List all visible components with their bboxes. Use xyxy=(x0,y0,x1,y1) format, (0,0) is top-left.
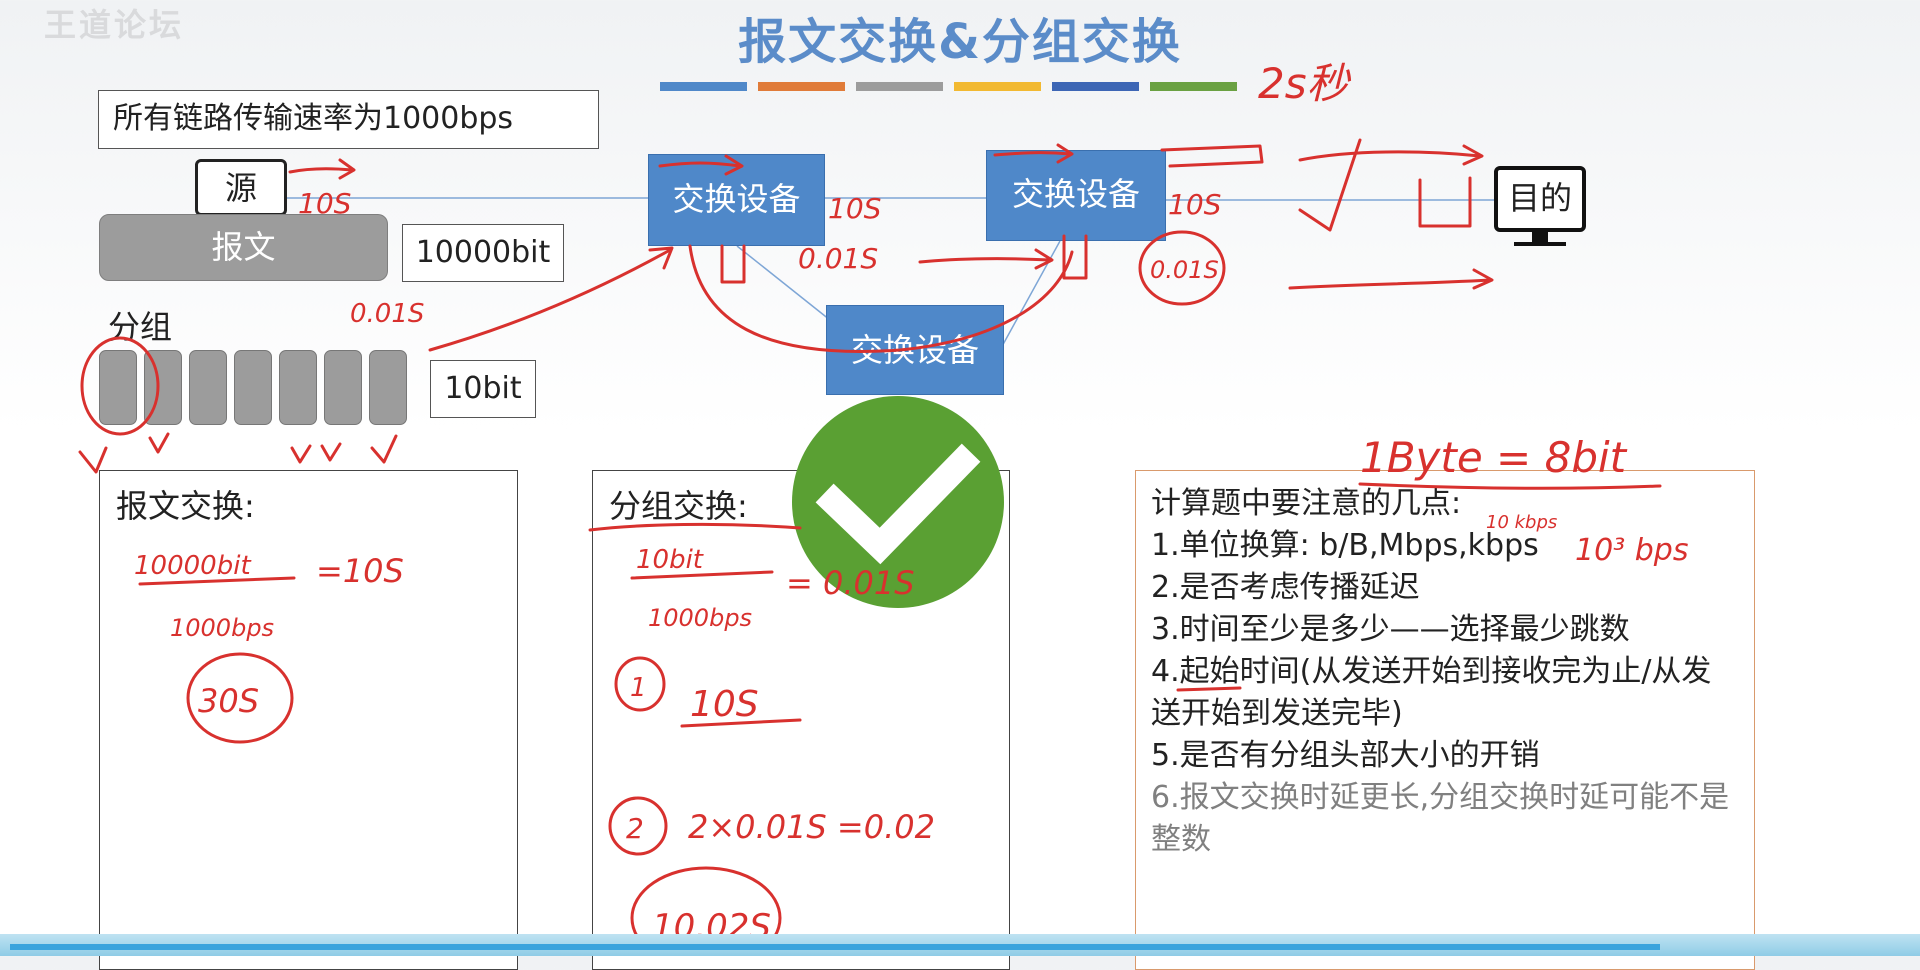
message-switching-panel: 报文交换: xyxy=(99,470,518,970)
packet-block xyxy=(234,350,272,425)
title-color-bar xyxy=(856,82,943,91)
monitor-base xyxy=(1514,242,1566,246)
watermark: 王道论坛 xyxy=(44,6,185,44)
note-item: 4.起始时间(从发送开始到接收完为止/从发送开始到发送完毕) xyxy=(1151,654,1712,731)
link-switch1-switch3 xyxy=(736,245,831,321)
note-item: 1.单位换算: b/B,Mbps,kbps xyxy=(1151,528,1539,563)
title-color-bars xyxy=(660,82,1237,91)
destination-node: 目的 xyxy=(1494,166,1586,232)
notes-list: 计算题中要注意的几点: 1.单位换算: b/B,Mbps,kbps 2.是否考虑… xyxy=(1151,483,1741,861)
note-item: 3.时间至少是多少——选择最少跳数 xyxy=(1151,612,1630,647)
title-color-bar xyxy=(954,82,1041,91)
packet-size-label: 10bit xyxy=(430,360,536,418)
switch-device-3: 交换设备 xyxy=(826,305,1004,395)
switch-device-2: 交换设备 xyxy=(986,150,1166,241)
video-progress-bar[interactable] xyxy=(10,944,1660,950)
slide-title: 报文交换&分组交换 xyxy=(738,14,1182,70)
title-color-bar xyxy=(758,82,845,91)
checkmark-icon xyxy=(792,396,1004,608)
note-item: 2.是否考虑传播延迟 xyxy=(1151,570,1420,605)
monitor-stand xyxy=(1532,232,1548,242)
note-item: 5.是否有分组头部大小的开销 xyxy=(1151,738,1540,773)
message-block: 报文 xyxy=(99,214,388,281)
packet-block xyxy=(324,350,362,425)
notes-heading: 计算题中要注意的几点: xyxy=(1151,486,1462,521)
packet-block xyxy=(369,350,407,425)
title-color-bar xyxy=(1150,82,1237,91)
link-rate-label: 所有链路传输速率为1000bps xyxy=(98,90,599,149)
title-color-bar xyxy=(1052,82,1139,91)
message-switching-title: 报文交换: xyxy=(116,487,255,525)
link-switch2-switch3 xyxy=(999,240,1061,351)
title-color-bar xyxy=(660,82,747,91)
source-node: 源 xyxy=(195,159,287,216)
switch-device-1: 交换设备 xyxy=(648,154,825,246)
packet-block xyxy=(189,350,227,425)
note-item: 6.报文交换时延更长,分组交换时延可能不是整数 xyxy=(1151,780,1730,857)
packet-block xyxy=(279,350,317,425)
packet-switching-title: 分组交换: xyxy=(609,487,748,525)
notes-panel: 计算题中要注意的几点: 1.单位换算: b/B,Mbps,kbps 2.是否考虑… xyxy=(1135,470,1755,970)
